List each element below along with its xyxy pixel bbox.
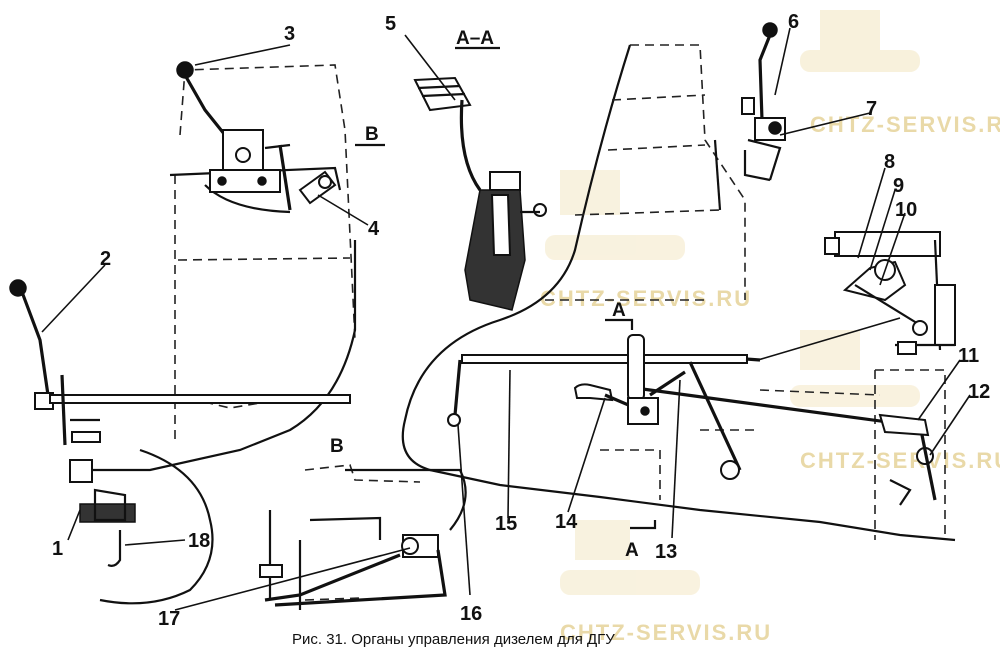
callout-numbers: 1 2 3 4 5 6 7 8 9 10 11 12 13 14 15 16 1… xyxy=(52,11,990,630)
callout-16: 16 xyxy=(460,603,482,625)
watermark-logo-icon xyxy=(800,10,920,72)
watermark-text: CHTZ-SERVIS.RU xyxy=(800,448,1000,473)
watermark-group: CHTZ-SERVIS.RU CHTZ-SERVIS.RU CHTZ-SERVI… xyxy=(540,10,1000,645)
section-label-aa: А–А xyxy=(456,28,494,49)
section-b-detail xyxy=(259,464,467,610)
linkage-rods xyxy=(447,317,911,480)
callout-5: 5 xyxy=(385,13,396,35)
section-markers xyxy=(355,46,657,530)
callout-15: 15 xyxy=(495,513,517,535)
callout-13: 13 xyxy=(655,541,677,563)
section-label-b-top: В xyxy=(365,124,379,145)
lever-14-assembly xyxy=(573,334,659,425)
callout-6: 6 xyxy=(788,11,799,33)
callout-11: 11 xyxy=(958,345,979,367)
callout-17: 17 xyxy=(158,608,180,630)
callout-14: 14 xyxy=(555,511,578,533)
pedal-5-section xyxy=(413,76,547,311)
watermark-text: CHTZ-SERVIS.RU xyxy=(560,620,772,645)
lever-11-12-assembly xyxy=(878,413,937,506)
callout-9: 9 xyxy=(893,175,904,197)
right-engine-outline xyxy=(401,44,956,542)
lever-6-assembly xyxy=(741,22,786,182)
callout-1: 1 xyxy=(52,538,63,560)
callout-4: 4 xyxy=(368,218,380,240)
callout-12: 12 xyxy=(968,381,990,403)
watermark-text: CHTZ-SERVIS.RU xyxy=(810,112,1000,137)
callout-7: 7 xyxy=(866,98,877,120)
figure-caption: Рис. 31. Органы управления дизелем для Д… xyxy=(292,631,615,648)
lever-2-assembly xyxy=(9,279,351,567)
mechanism-8-10 xyxy=(824,231,956,355)
callout-3: 3 xyxy=(284,23,295,45)
section-label-a-top: А xyxy=(612,300,626,321)
callout-10: 10 xyxy=(895,199,917,221)
watermark-logo-icon xyxy=(545,170,920,595)
section-label-b-bottom: В xyxy=(330,436,344,457)
callout-8: 8 xyxy=(884,151,895,173)
lever-3-assembly xyxy=(176,61,337,211)
callout-leaders xyxy=(41,27,971,611)
section-labels: А–А В В А А xyxy=(330,28,639,561)
callout-18: 18 xyxy=(188,530,210,552)
watermark-text: CHTZ-SERVIS.RU xyxy=(540,286,752,311)
callout-2: 2 xyxy=(100,248,111,270)
section-label-a-bottom: А xyxy=(625,540,639,561)
